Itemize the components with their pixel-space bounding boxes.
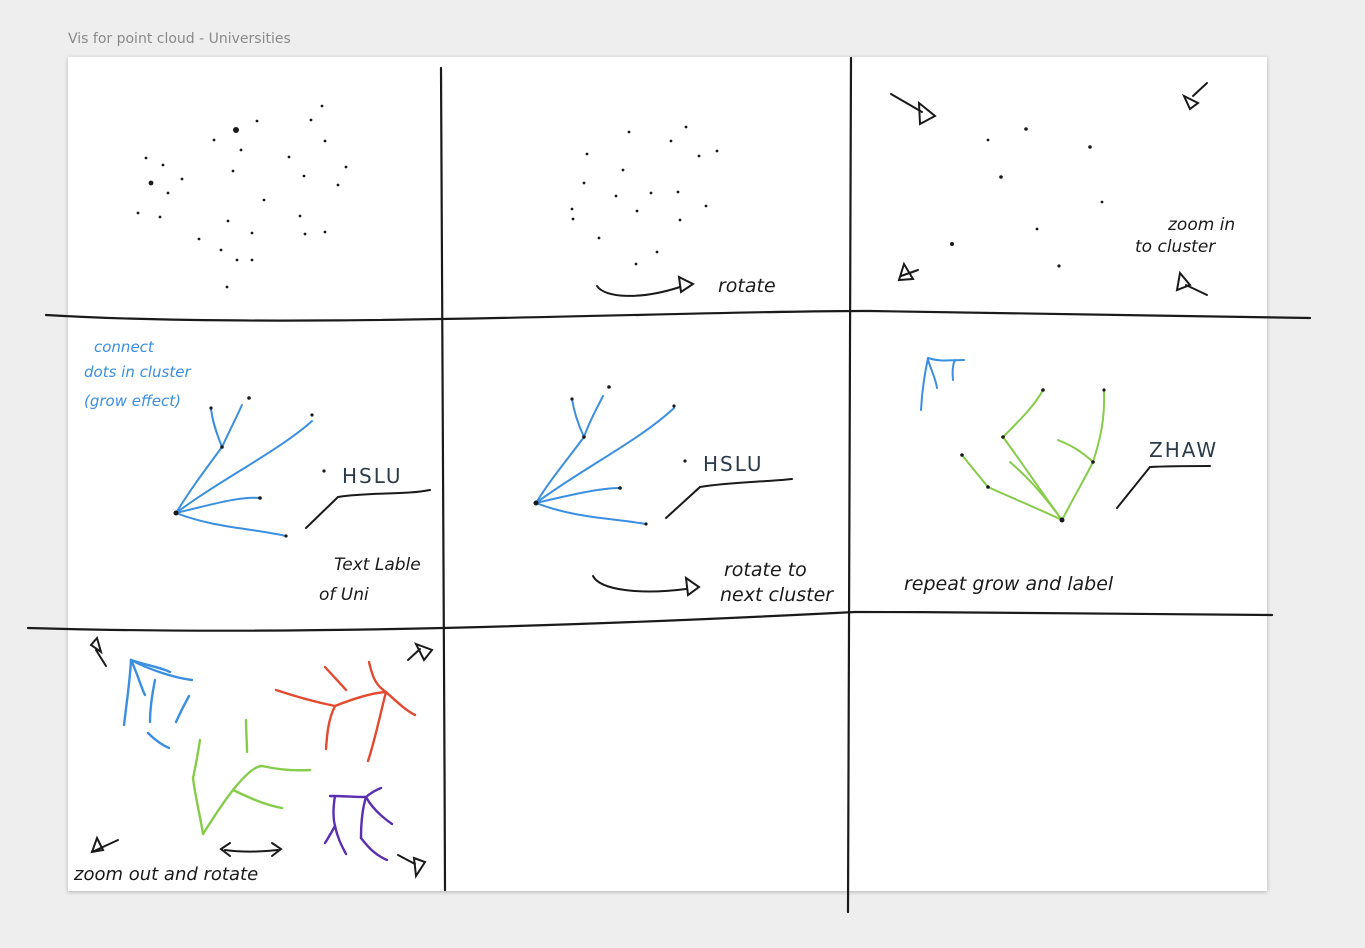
annotation-text-label-line2: of Uni <box>319 585 369 605</box>
cluster-tree-1-dots <box>173 396 326 538</box>
annotation-rotate-next-line1: rotate to <box>724 559 807 581</box>
cluster-tree-1 <box>175 404 313 537</box>
annotation-zoom-in-line2: to cluster <box>1135 237 1216 257</box>
annotation-connect-line1: connect <box>94 338 155 356</box>
point-cloud-2 <box>570 125 719 266</box>
grid-lines <box>26 56 1312 914</box>
grid-vertical-2 <box>846 56 853 914</box>
annotation-rotate: rotate <box>718 275 776 297</box>
zoom-out-arrows <box>89 635 434 879</box>
cluster-previous-partial <box>920 357 965 411</box>
zoom-in-arrows <box>890 82 1208 296</box>
label-zhaw: ZHAW <box>1149 438 1218 462</box>
cluster-green-final <box>191 718 312 836</box>
zoom-out-double-arrow <box>219 842 283 857</box>
rotate-next-arrow <box>592 575 701 597</box>
annotation-connect-line2: dots in cluster <box>84 363 191 381</box>
cluster-purple-final <box>323 786 394 862</box>
label-leader-2 <box>665 478 793 519</box>
point-cloud-1 <box>136 104 348 289</box>
rotate-arrow <box>596 275 695 297</box>
annotation-zoom-out: zoom out and rotate <box>73 864 258 885</box>
annotation-repeat: repeat grow and label <box>904 573 1114 595</box>
grid-horizontal-2 <box>26 610 1274 632</box>
cluster-blue-final <box>122 658 194 750</box>
cluster-tree-2-dots <box>533 385 687 526</box>
board-title: Vis for point cloud - Universities <box>68 31 291 47</box>
grid-horizontal-1 <box>44 309 1312 322</box>
annotation-connect-line3: (grow effect) <box>84 392 181 410</box>
cluster-tree-3-dots <box>960 388 1106 523</box>
cluster-tree-2 <box>535 395 675 525</box>
label-leader-1 <box>305 489 431 529</box>
cluster-tree-3 <box>961 389 1106 521</box>
annotation-rotate-next-line2: next cluster <box>720 584 834 606</box>
grid-vertical-1 <box>439 66 447 892</box>
label-hslu-1: HSLU <box>342 464 403 488</box>
label-hslu-2: HSLU <box>703 452 764 476</box>
annotation-text-label-line1: Text Lable <box>334 555 421 575</box>
label-leader-3 <box>1116 465 1211 509</box>
cluster-red-final <box>274 660 417 763</box>
whiteboard-canvas[interactable] <box>68 57 1267 891</box>
annotation-zoom-in-line1: zoom in <box>1167 215 1235 235</box>
point-cloud-3 <box>950 127 1104 268</box>
